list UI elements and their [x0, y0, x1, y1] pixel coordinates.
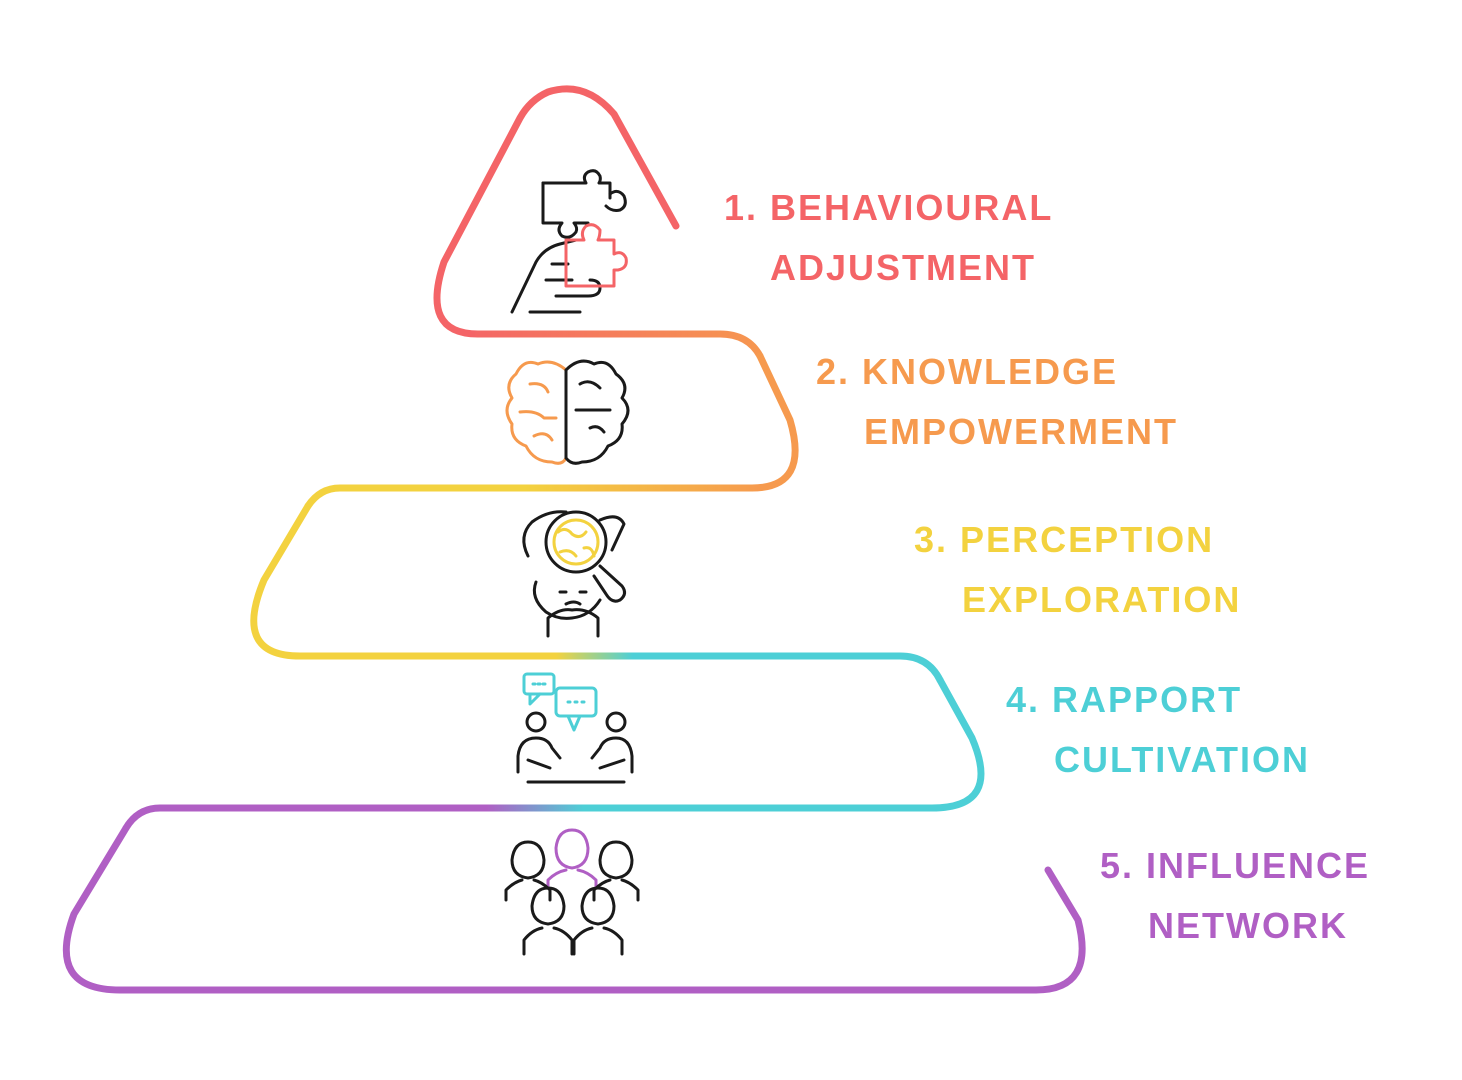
level-2-outline — [304, 352, 799, 510]
brain-icon — [505, 359, 630, 465]
level-2-label: 2. KNOWLEDGE EMPOWERMENT — [816, 342, 1178, 462]
level-4-title-line2: CULTIVATION — [1054, 739, 1310, 780]
magnifier-head-icon — [522, 510, 627, 638]
level-5-outline — [62, 824, 1086, 994]
level-1-number: 1. — [724, 187, 759, 228]
level-1-2-connector — [474, 330, 764, 360]
level-5-number: 5. — [1100, 845, 1135, 886]
level-3-outline — [250, 502, 944, 684]
level-1-outline — [433, 85, 680, 338]
group-network-icon — [504, 828, 640, 956]
puzzle-hand-icon — [510, 169, 628, 314]
level-4-label: 4. RAPPORT CULTIVATION — [1006, 670, 1310, 790]
level-1-title-line2: ADJUSTMENT — [770, 247, 1037, 288]
level-1-label: 1. BEHAVIOURAL ADJUSTMENT — [724, 178, 1053, 298]
level-2-title-line2: EMPOWERMENT — [864, 411, 1178, 452]
conversation-icon — [516, 672, 634, 784]
level-4-title-line1: RAPPORT — [1052, 679, 1243, 720]
level-3-number: 3. — [914, 519, 949, 560]
level-2-title-line1: KNOWLEDGE — [862, 351, 1119, 392]
level-5-label: 5. INFLUENCE NETWORK — [1100, 836, 1370, 956]
level-5-title-line2: NETWORK — [1148, 905, 1348, 946]
level-2-number: 2. — [816, 351, 851, 392]
level-3-label: 3. PERCEPTION EXPLORATION — [914, 510, 1241, 630]
level-3-title-line1: PERCEPTION — [960, 519, 1215, 560]
level-3-title-line2: EXPLORATION — [962, 579, 1242, 620]
level-4-number: 4. — [1006, 679, 1041, 720]
level-5-title-line1: INFLUENCE — [1146, 845, 1371, 886]
level-4-outline — [122, 676, 985, 832]
level-1-title-line1: BEHAVIOURAL — [770, 187, 1054, 228]
